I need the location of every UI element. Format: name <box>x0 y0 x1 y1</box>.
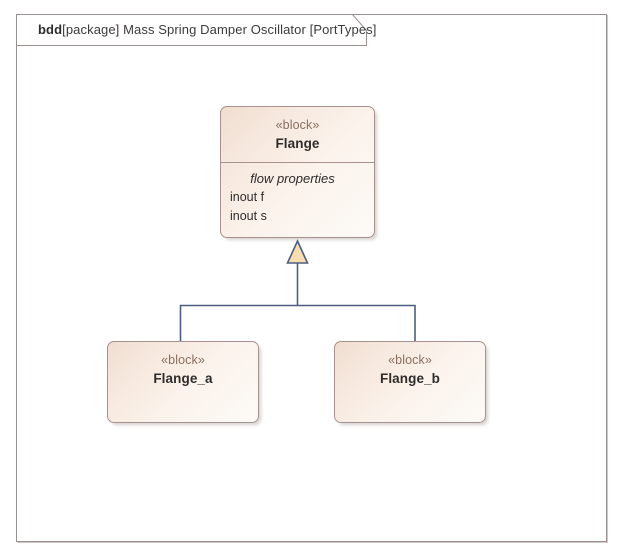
frame-tab-text: [package] Mass Spring Damper Oscillator … <box>62 22 377 37</box>
block-flange-a-header: «block» Flange_a <box>108 342 258 397</box>
block-flange-b-name: Flange_b <box>379 371 441 386</box>
flow-property-item-0: inout f <box>230 190 265 204</box>
flow-property-item-1: inout s <box>230 209 267 223</box>
compartment-title-flow-properties: flow properties <box>250 171 335 186</box>
block-flange-flow-properties-compartment: flow properties inout f inout s <box>221 163 374 226</box>
block-flange-a-stereotype: «block» <box>161 353 205 367</box>
block-flange-b-header: «block» Flange_b <box>335 342 485 397</box>
block-flange-divider <box>221 162 374 163</box>
block-flange-header: «block» Flange <box>221 107 374 162</box>
frame-tab-kind: bdd <box>38 22 63 37</box>
block-flange-a-name: Flange_a <box>153 371 213 386</box>
frame-tab-label: bdd[package] Mass Spring Damper Oscillat… <box>27 14 376 45</box>
block-flange[interactable]: «block» Flange flow properties inout f i… <box>220 106 375 238</box>
block-flange-b[interactable]: «block» Flange_b <box>334 341 486 423</box>
block-flange-stereotype: «block» <box>275 118 320 132</box>
block-flange-name: Flange <box>275 136 320 151</box>
block-flange-a[interactable]: «block» Flange_a <box>107 341 259 423</box>
diagram-frame-tab: bdd[package] Mass Spring Damper Oscillat… <box>16 14 376 46</box>
block-flange-b-stereotype: «block» <box>388 353 432 367</box>
diagram-frame <box>16 14 607 542</box>
